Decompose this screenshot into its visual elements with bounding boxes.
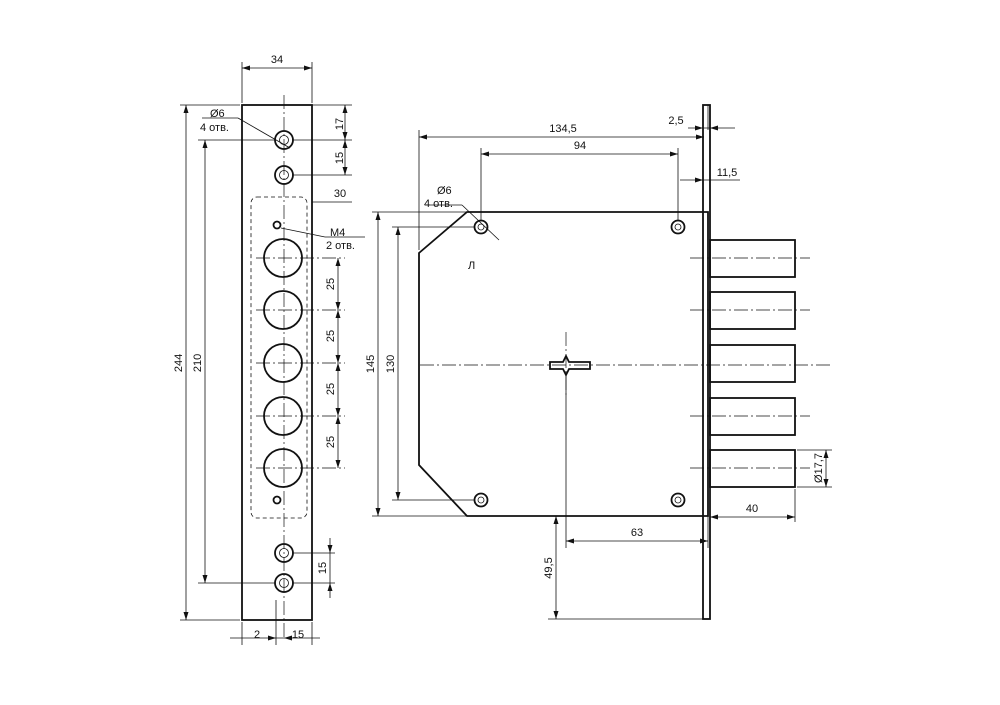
- bolt: [709, 397, 796, 436]
- dimension-width: 34: [241, 54, 313, 103]
- thread-note: M4: [330, 227, 345, 239]
- dim-faceplate-thickness-label: 2,5: [668, 115, 683, 127]
- dim-hole-pitch-top-label: 15: [334, 152, 346, 164]
- keyhole: [549, 353, 591, 378]
- hole-callout: Ø6 4 отв.: [200, 108, 291, 149]
- body-mounting-hole: [670, 492, 686, 508]
- body-dimension-bottom: 63 49,5 40: [543, 375, 796, 620]
- dim-bolt-pitch-1-label: 25: [325, 278, 337, 290]
- dim-cutout-offset-label: 30: [334, 188, 346, 200]
- dim-bolt-pitch-2-label: 25: [325, 330, 337, 342]
- dim-bolt-diameter-label: Ø17,7: [813, 453, 825, 483]
- hand-mark: Л: [468, 260, 475, 272]
- lock-body-outline: [418, 211, 709, 517]
- bolt: [709, 344, 796, 383]
- dim-overall-height-label: 244: [173, 354, 185, 372]
- body-mounting-hole: [670, 219, 686, 235]
- strike-plate-view: 34 17 15 30 25 25 25 25: [173, 54, 365, 645]
- hole-count-note: 4 отв.: [200, 122, 229, 134]
- dim-body-height-label: 145: [365, 355, 377, 373]
- dimension-chain-right: 17 15 30 25 25 25 25 15: [292, 104, 352, 598]
- dim-hole-span-label: 210: [192, 354, 204, 372]
- dim-edge-offset-label: 2: [254, 629, 260, 641]
- body-mounting-hole: [473, 219, 489, 235]
- bolt: [709, 239, 796, 278]
- thread-count-note: 2 отв.: [326, 240, 355, 252]
- dim-keyhole-offset-label: 63: [631, 527, 643, 539]
- dim-top-offset-label: 17: [334, 118, 346, 130]
- bolt: [709, 291, 796, 330]
- thread-callout: M4 2 отв.: [280, 227, 365, 252]
- dim-backset-total-label: 134,5: [549, 123, 577, 135]
- threaded-hole: [272, 495, 282, 505]
- strike-plate-outline: [241, 104, 313, 621]
- bolt: [709, 449, 796, 488]
- body-dimension-bolt-diameter: Ø17,7: [797, 449, 832, 488]
- body-dimension-left: 145 130: [365, 211, 474, 517]
- dim-bolt-projection-label: 40: [746, 503, 758, 515]
- dim-bolt-pitch-3-label: 25: [325, 383, 337, 395]
- dimension-bottom: 2 15: [230, 600, 320, 645]
- dim-hole-vertical-span-label: 130: [385, 355, 397, 373]
- body-mounting-hole: [473, 492, 489, 508]
- body-dimension-top: 134,5 94 2,5 11,5: [418, 105, 740, 250]
- dim-hole-offset-label: 15: [292, 629, 304, 641]
- strike-plate-cutout: [250, 196, 308, 519]
- dim-width-label: 34: [271, 54, 283, 66]
- body-hole-count-note: 4 отв.: [424, 198, 453, 210]
- dimension-chain-left: 244 210: [173, 104, 275, 621]
- lock-body-view: 134,5 94 2,5 11,5 145 130: [365, 104, 832, 620]
- dim-hole-pitch-bottom-label: 15: [317, 562, 329, 574]
- hole-diameter-note: Ø6: [210, 108, 225, 120]
- dim-keyhole-height-label: 49,5: [543, 557, 555, 578]
- threaded-hole: [272, 220, 282, 230]
- dim-bolt-pitch-4-label: 25: [325, 436, 337, 448]
- dim-faceplate-offset-label: 11,5: [717, 167, 738, 179]
- body-hole-callout: Ø6 4 отв.: [424, 185, 500, 241]
- body-hole-diameter-note: Ø6: [437, 185, 452, 197]
- dim-hole-spacing-label: 94: [574, 140, 586, 152]
